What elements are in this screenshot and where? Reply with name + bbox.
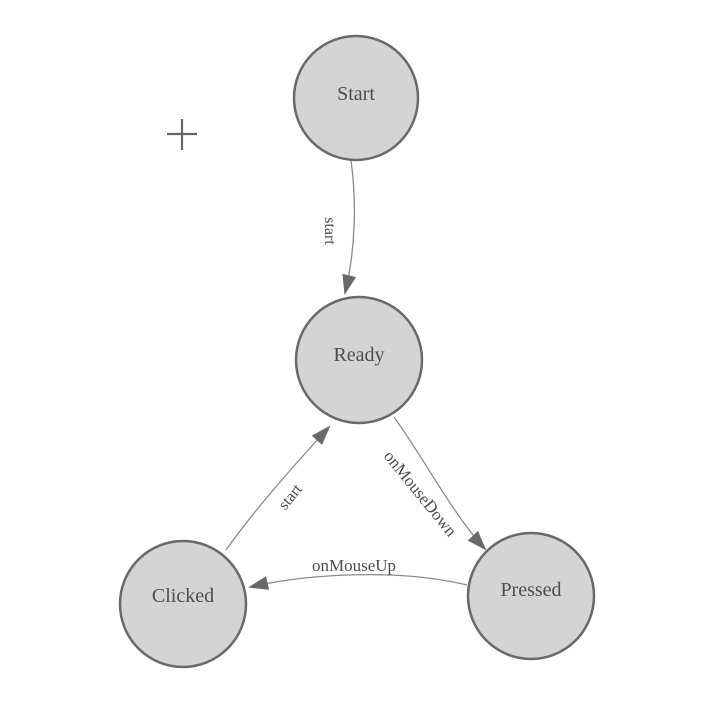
edge-ready-to-pressed[interactable]: [393, 416, 487, 551]
node-label-clicked: Clicked: [152, 585, 214, 607]
state-node-start[interactable]: Start: [292, 34, 420, 162]
edge-start-to-ready[interactable]: [342, 159, 357, 295]
crosshair-plus-icon: [167, 119, 197, 150]
state-node-ready[interactable]: Ready: [294, 295, 424, 425]
edge-label-onmousedown: onMouseDown: [380, 447, 461, 541]
edge-label-onmouseup: onMouseUp: [312, 556, 396, 575]
node-label-start: Start: [337, 83, 375, 105]
edge-label-start-top: start: [321, 217, 338, 245]
edge-label-start-left: start: [275, 481, 306, 514]
edge-clicked-to-ready[interactable]: [225, 425, 331, 551]
node-label-ready: Ready: [333, 344, 384, 366]
state-node-clicked[interactable]: Clicked: [118, 539, 248, 669]
node-label-pressed: Pressed: [500, 579, 561, 601]
edge-pressed-to-clicked[interactable]: [248, 574, 468, 590]
state-node-pressed[interactable]: Pressed: [466, 531, 596, 661]
